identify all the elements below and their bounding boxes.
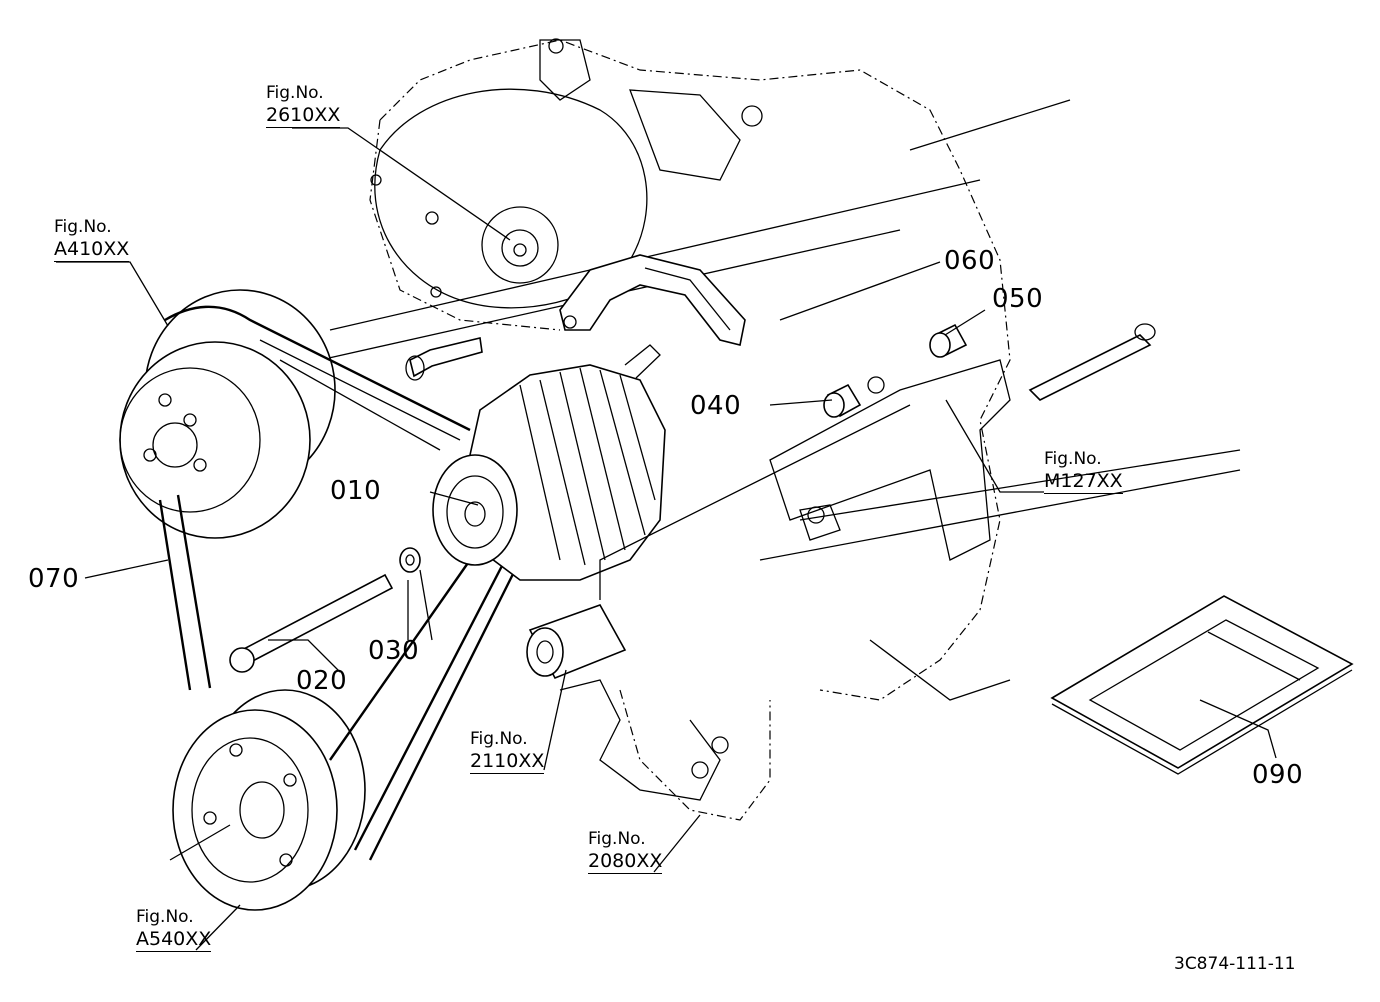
drawing-id: 3C874-111-11: [1174, 954, 1296, 974]
figure-ref-2110XX[interactable]: Fig.No. 2110XX: [470, 728, 545, 774]
figure-ref-label: Fig.No.: [1044, 449, 1102, 469]
bolt-long-right: [1028, 323, 1156, 401]
figure-ref-2610XX[interactable]: Fig.No. 2610XX: [266, 82, 341, 128]
figure-ref-label: Fig.No.: [470, 729, 528, 749]
bolt-020: [229, 573, 394, 673]
part-label-050[interactable]: 050: [992, 284, 1044, 314]
figure-ref-2080XX[interactable]: Fig.No. 2080XX: [588, 828, 663, 874]
alternator: [432, 344, 666, 581]
figure-ref-code: 2110XX: [470, 750, 545, 774]
figure-ref-label: Fig.No.: [136, 907, 194, 927]
figure-ref-A540XX[interactable]: Fig.No. A540XX: [136, 906, 212, 952]
crankshaft-pulley: [169, 689, 366, 911]
figure-ref-code: 2610XX: [266, 104, 341, 128]
water-pump-housing: [370, 38, 763, 309]
spacer-050: [929, 323, 968, 358]
part-label-070[interactable]: 070: [28, 564, 80, 594]
instruction-manual: [1050, 595, 1354, 775]
figure-ref-A410XX[interactable]: Fig.No. A410XX: [54, 216, 130, 262]
fan-pulley: [119, 289, 336, 539]
part-label-040[interactable]: 040: [690, 391, 742, 421]
figure-ref-code: A540XX: [136, 928, 212, 952]
figure-ref-label: Fig.No.: [588, 829, 646, 849]
spacer-pipe: [526, 604, 627, 680]
lower-case: [559, 679, 729, 801]
adjusting-bracket: [559, 254, 746, 346]
v-belt: [158, 305, 517, 861]
part-label-020[interactable]: 020: [296, 666, 348, 696]
mounting-bracket: [769, 359, 1011, 561]
figure-ref-M127XX[interactable]: Fig.No. M127XX: [1044, 448, 1123, 494]
part-label-060[interactable]: 060: [944, 246, 996, 276]
bolt-small: [405, 337, 483, 381]
part-label-010[interactable]: 010: [330, 476, 382, 506]
part-label-090[interactable]: 090: [1252, 760, 1304, 790]
figure-ref-code: 2080XX: [588, 850, 663, 874]
figure-ref-code: M127XX: [1044, 470, 1123, 494]
leader-lines: [56, 127, 1277, 951]
washer-030: [399, 547, 421, 573]
figure-ref-code: A410XX: [54, 238, 130, 262]
spacer-040: [823, 383, 862, 418]
part-label-030[interactable]: 030: [368, 636, 420, 666]
figure-ref-label: Fig.No.: [266, 83, 324, 103]
figure-ref-label: Fig.No.: [54, 217, 112, 237]
